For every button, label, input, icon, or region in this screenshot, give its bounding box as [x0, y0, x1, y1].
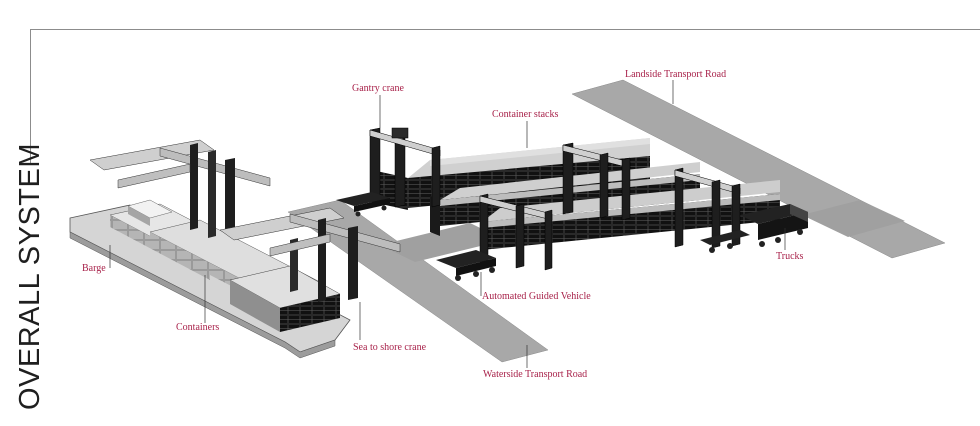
label-landside-road: Landside Transport Road — [625, 69, 727, 80]
trucks — [700, 204, 808, 253]
sea-to-shore-crane-2 — [219, 207, 401, 302]
frame-left-line — [30, 29, 31, 163]
label-sea-to-shore-crane: Sea to shore crane — [353, 342, 427, 353]
barge-containers — [109, 199, 341, 332]
label-container-stacks: Container stacks — [492, 109, 559, 120]
gantry-crane-3 — [674, 167, 741, 249]
label-barge: Barge — [82, 263, 106, 274]
label-containers: Containers — [176, 322, 220, 333]
label-trucks: Trucks — [776, 251, 804, 262]
label-agv: Automated Guided Vehicle — [482, 291, 591, 302]
container-stack-3 — [482, 180, 780, 250]
label-gantry-crane: Gantry crane — [352, 83, 404, 94]
leader-lines — [109, 80, 786, 368]
waterside-road-link — [380, 223, 505, 262]
gantry-crane-1 — [369, 127, 441, 208]
gantry-crane-2 — [562, 142, 631, 221]
landside-road-spur — [802, 200, 905, 237]
sea-to-shore-crane-1 — [89, 139, 271, 238]
label-waterside-road: Waterside Transport Road — [483, 369, 588, 380]
gantry-crane-4 — [479, 193, 553, 271]
frame-top-line — [30, 29, 980, 30]
automated-guided-vehicles — [336, 192, 496, 281]
